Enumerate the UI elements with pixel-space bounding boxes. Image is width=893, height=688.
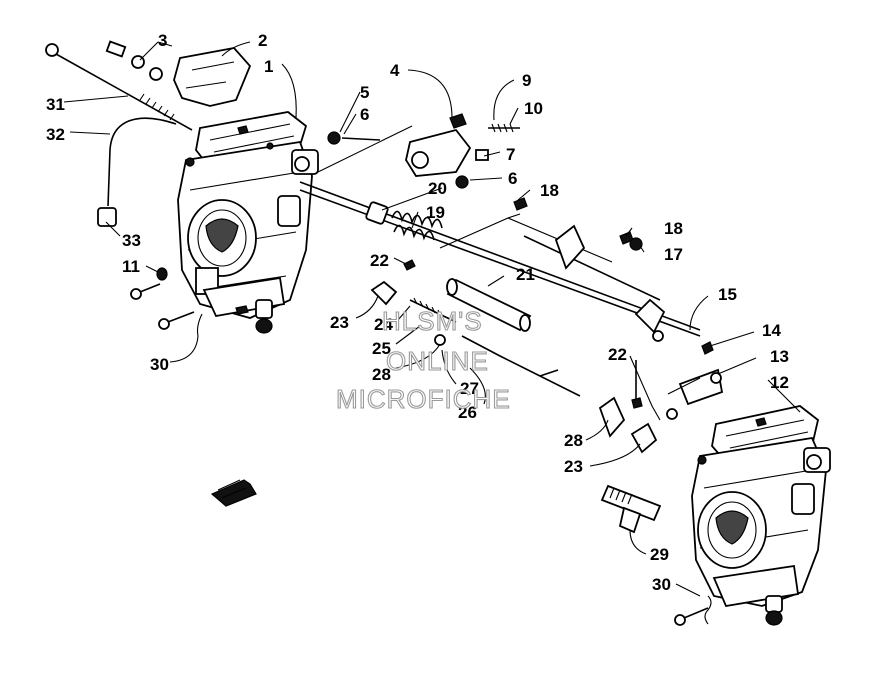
callout-18b: 18: [664, 219, 683, 238]
callout-3: 3: [158, 31, 167, 50]
callout-31: 31: [46, 95, 65, 114]
watermark-line-2: ONLINE: [386, 346, 489, 376]
callout-2: 2: [258, 31, 267, 50]
callout-30b: 30: [652, 575, 671, 594]
watermark-line-1: HLSM'S: [382, 306, 483, 336]
watermark-line-3: MICROFICHE: [336, 384, 511, 414]
left-carburetor: [177, 111, 319, 334]
right-carburetor: [691, 405, 831, 626]
callout-28b: 28: [564, 431, 583, 450]
callout-20: 20: [428, 179, 447, 198]
callout-24: 24: [374, 315, 393, 334]
parts-22-23-28-right: [598, 360, 678, 454]
callout-22b: 22: [608, 345, 627, 364]
callout-21: 21: [516, 265, 535, 284]
callout-1: 1: [264, 57, 273, 76]
front-arrow-icon: [210, 479, 257, 507]
callout-19: 19: [426, 203, 445, 222]
parts-22-28-linkage: [370, 259, 581, 397]
callout-29: 29: [650, 545, 669, 564]
callout-14: 14: [762, 321, 781, 340]
callout-5: 5: [360, 83, 369, 102]
part-33-fitting: [97, 207, 117, 227]
callout-23b: 23: [564, 457, 583, 476]
callout-numbers: 1 2 3 4 5 6 6 7 9 10 11 12 13 14 15 17 1…: [46, 31, 789, 594]
part-3-hardware: [105, 40, 163, 81]
callout-9: 9: [522, 71, 531, 90]
callout-10: 10: [524, 99, 543, 118]
callout-32: 32: [46, 125, 65, 144]
callout-18a: 18: [540, 181, 559, 200]
callout-6a: 6: [360, 105, 369, 124]
parts-4-8-bracket: [327, 113, 520, 189]
part-2-cover: [173, 47, 252, 107]
part-30-right-screw: [674, 595, 712, 626]
callout-11: 11: [122, 257, 140, 276]
callout-12: 12: [770, 373, 789, 392]
leader-lines: [63, 41, 801, 597]
callout-27: 27: [460, 379, 479, 398]
callout-25: 25: [372, 339, 391, 358]
parts-19-20-spring: [365, 201, 443, 241]
callout-15: 15: [718, 285, 737, 304]
part-21-tube: [446, 278, 532, 332]
callout-7: 7: [506, 145, 515, 164]
callout-23a: 23: [330, 313, 349, 332]
part-29-fitting: [600, 484, 662, 534]
part-31-screw: [45, 43, 193, 131]
parts-17-18-lever: [513, 197, 666, 342]
callout-6b: 6: [508, 169, 517, 188]
parts-12-14: [667, 341, 724, 406]
part-32-tube: [107, 117, 177, 207]
watermark: HLSM'S ONLINE MICROFICHE: [335, 305, 511, 414]
callout-22a: 22: [370, 251, 389, 270]
callout-17: 17: [664, 245, 683, 264]
callout-30a: 30: [150, 355, 169, 374]
part-11-screw: [130, 267, 195, 330]
callout-33: 33: [122, 231, 141, 250]
callout-28a: 28: [372, 365, 391, 384]
callout-13: 13: [770, 347, 789, 366]
callout-4: 4: [390, 61, 400, 80]
callout-26: 26: [458, 403, 477, 422]
